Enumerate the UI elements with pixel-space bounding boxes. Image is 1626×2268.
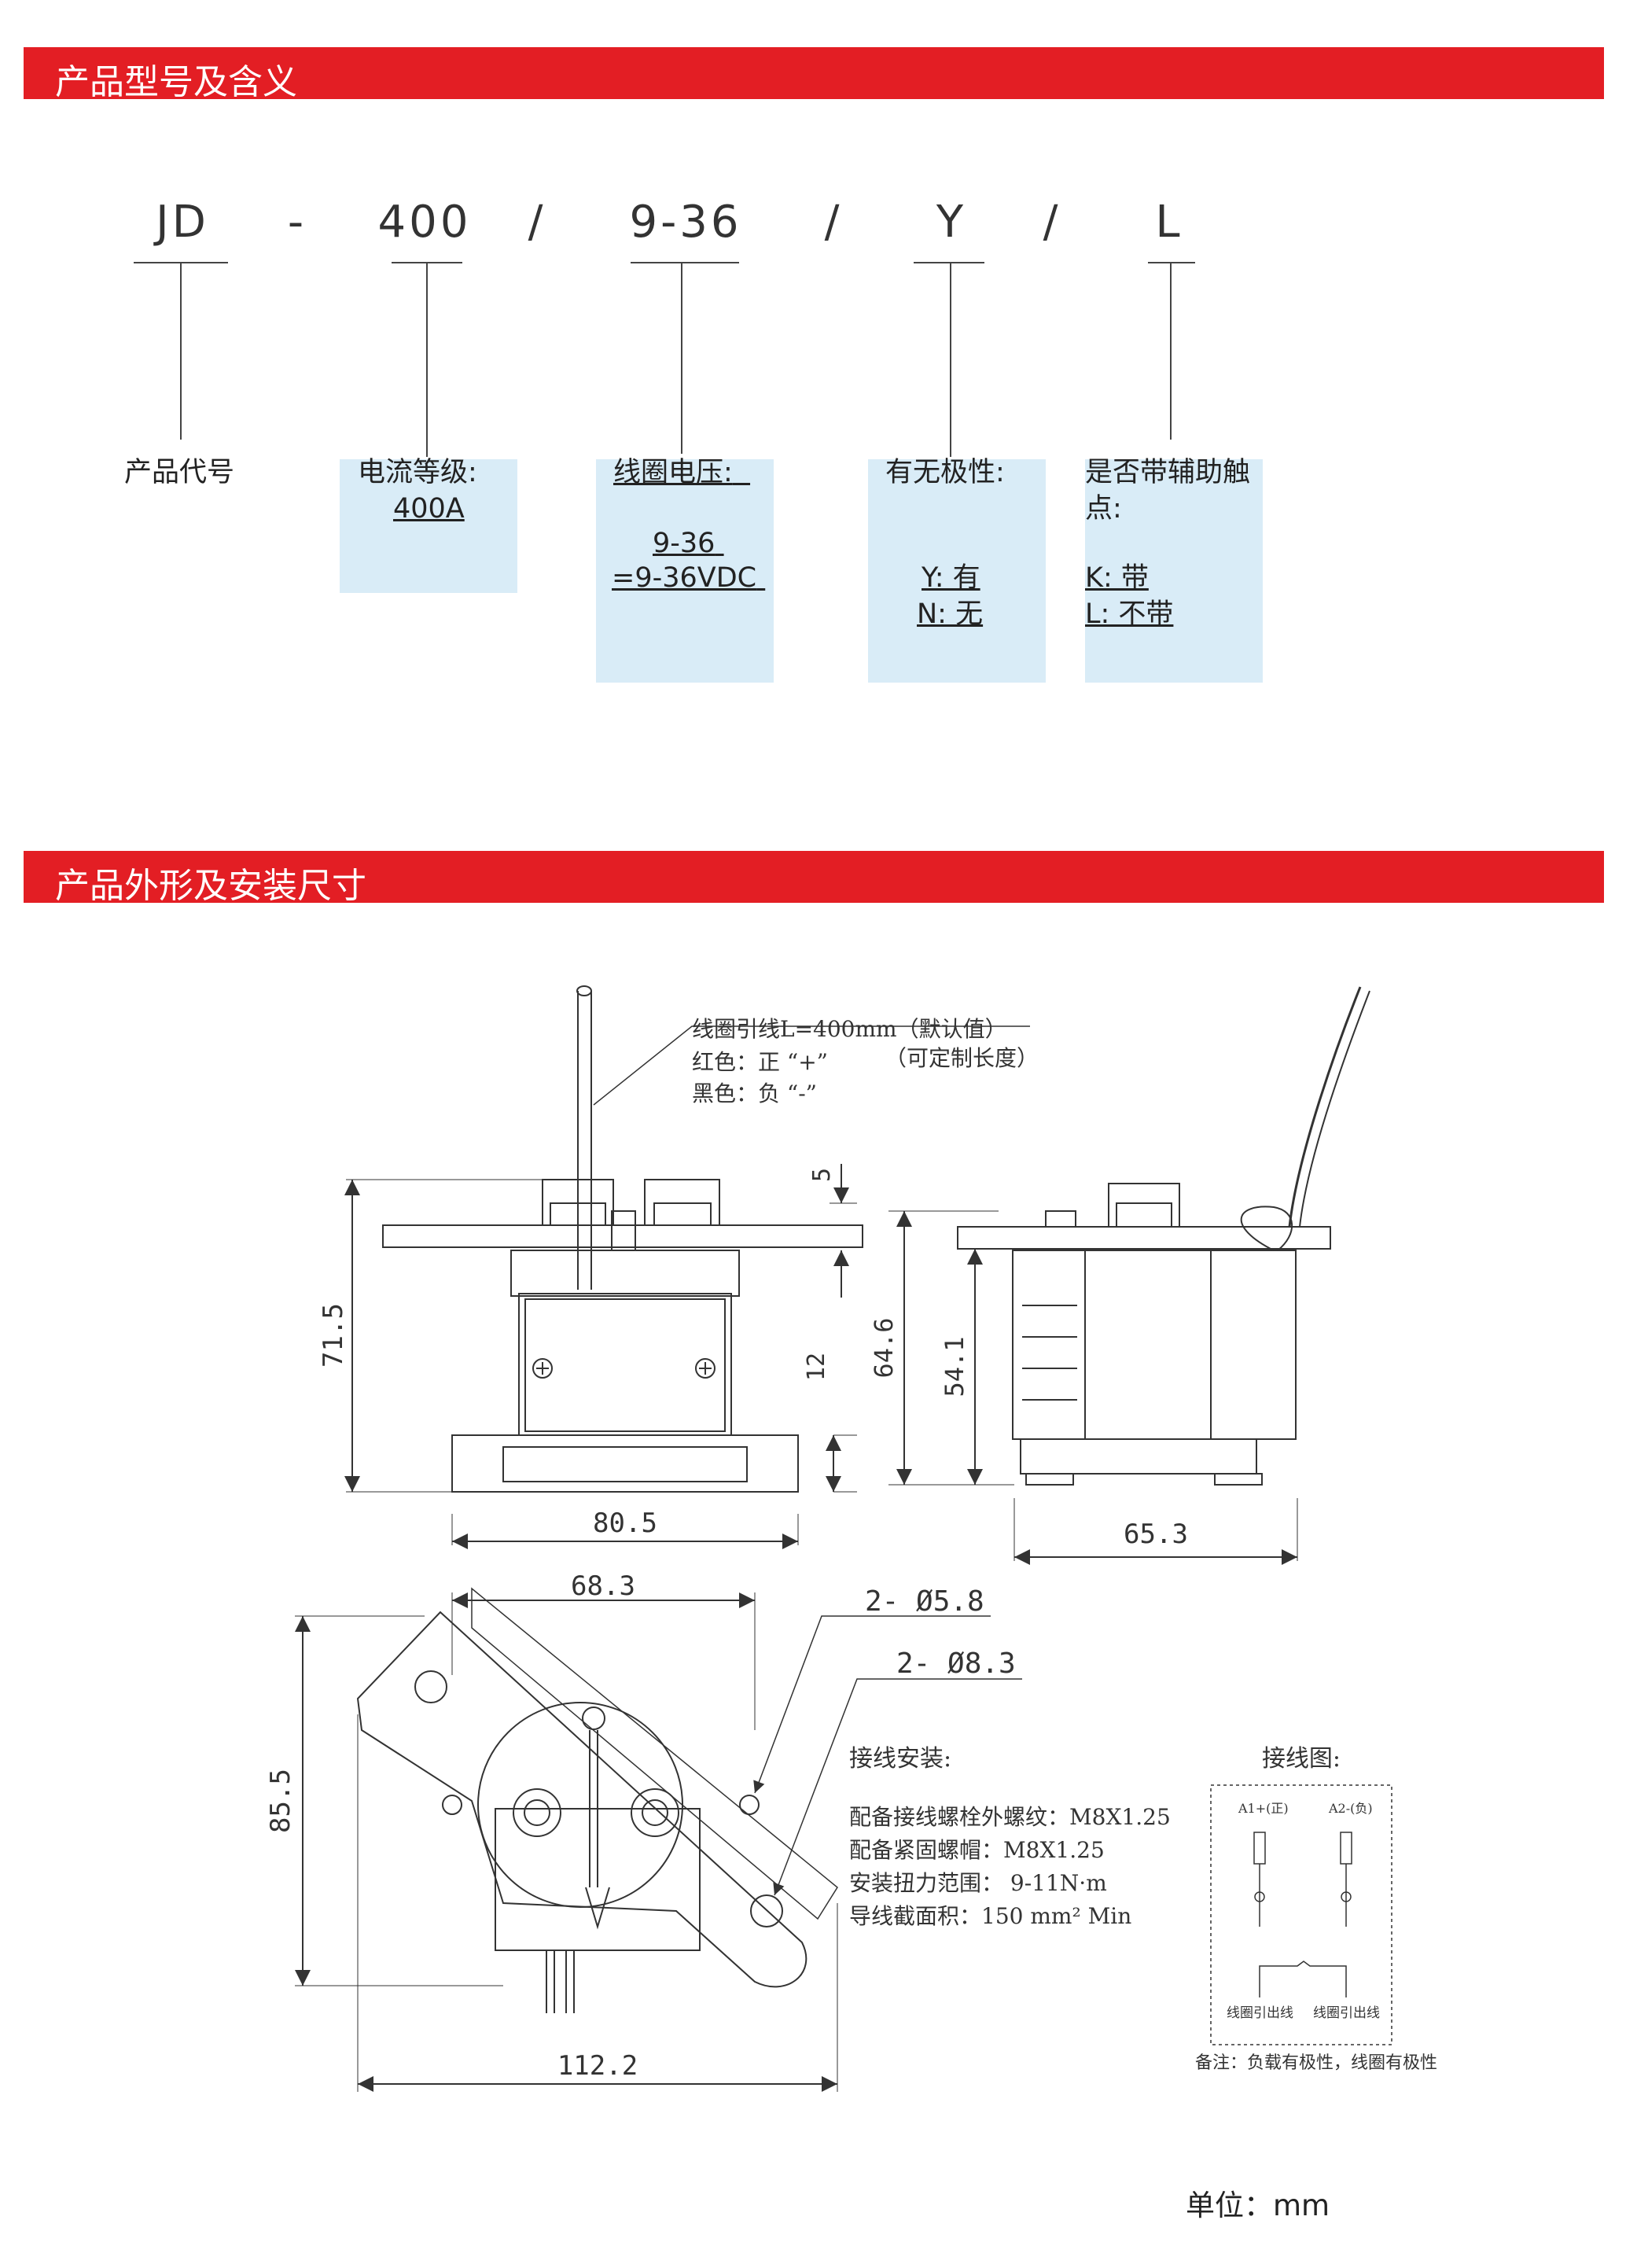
lead-note-red: 红色：正 “+” (692, 1049, 828, 1075)
meaning-aux-l: L: 不带 (1085, 598, 1174, 630)
code-part-jd: JD (156, 197, 209, 248)
wiring-diagram (1210, 1784, 1392, 2045)
code-part-slash: / (824, 197, 843, 248)
lead-note-custom: （可定制长度） (885, 1045, 1039, 1071)
code-leader (950, 262, 951, 457)
meaning-box-polarity (868, 459, 1046, 683)
install-line: 配备接线螺栓外螺纹：M8X1.25 (849, 1804, 1171, 1830)
dim-hole-large: 2- Ø8.3 (896, 1648, 1016, 1680)
code-part-slash: / (528, 197, 546, 248)
dim-width-top: 68.3 (571, 1570, 635, 1602)
meaning-box-current (340, 459, 517, 593)
code-part-dash: - (287, 197, 307, 248)
meaning-aux-k: K: 带 (1085, 562, 1149, 594)
wiring-lead-label: 线圈引出线 (1227, 2005, 1293, 2021)
dim-12: 12 (803, 1353, 830, 1381)
lead-note: 线圈引线L=400mm（默认值） (692, 1016, 1007, 1042)
dim-hole-small: 2- Ø5.8 (865, 1585, 984, 1618)
section-title: 产品外形及安装尺寸 (55, 866, 366, 906)
install-line: 配备紧固螺帽：M8X1.25 (849, 1837, 1105, 1863)
code-underline (1148, 262, 1195, 263)
code-underline (631, 262, 739, 263)
dim-width-side: 65.3 (1124, 1519, 1188, 1550)
unit-label: 单位：mm (1186, 2189, 1330, 2222)
meaning-coil-value2: =9-36VDC (612, 562, 757, 594)
dim-width-plan: 112.2 (557, 2050, 638, 2082)
side-view (888, 986, 1370, 1565)
wiring-a2-label: A2-(负) (1328, 1801, 1373, 1816)
code-part-y: Y (936, 197, 967, 248)
wiring-lead-label: 线圈引出线 (1313, 2005, 1380, 2021)
code-part-400: 400 (377, 197, 472, 248)
meaning-polarity-n: N: 无 (917, 598, 984, 630)
dim-height-side: 64.6 (869, 1317, 899, 1378)
code-leader (681, 262, 682, 454)
front-view (344, 985, 1030, 1549)
wiring-a1-label: A1+(正) (1238, 1801, 1289, 1816)
section-header-dimensions: 产品外形及安装尺寸 (24, 851, 1604, 906)
meaning-box-coil (596, 459, 774, 683)
code-part-slash: / (1043, 197, 1061, 248)
plan-view (295, 1587, 1022, 2092)
install-line: 安装扭力范围： 9-11N·m (849, 1870, 1107, 1896)
meaning-coil-value1: 9-36 (653, 528, 716, 559)
code-leader (426, 262, 428, 457)
lead-note-black: 黑色：负 “-” (692, 1081, 817, 1106)
meaning-polarity-title: 有无极性: (885, 457, 1005, 488)
wiring-note: 备注：负载有极性，线圈有极性 (1195, 2053, 1437, 2073)
meaning-aux-title: 是否带辅助触 (1085, 457, 1251, 488)
code-underline (914, 262, 984, 263)
meaning-current-value: 400A (393, 493, 465, 525)
dim-height-total: 71.5 (318, 1303, 349, 1368)
section-title: 产品型号及含义 (55, 62, 297, 102)
dim-height-side-inner: 54.1 (940, 1336, 969, 1397)
meaning-box-aux (1085, 459, 1263, 683)
code-part-9-36: 9-36 (629, 197, 742, 248)
dim-width-front: 80.5 (593, 1508, 657, 1539)
dim-5: 5 (808, 1168, 836, 1182)
meaning-coil-title: 线圈电压: (613, 457, 733, 488)
dim-height-plan: 85.5 (265, 1769, 296, 1833)
meaning-current-title: 电流等级: (358, 457, 477, 488)
code-leader (180, 262, 182, 440)
meaning-code-name: 产品代号 (124, 457, 235, 488)
code-part-l: L (1155, 197, 1183, 248)
code-leader (1170, 262, 1172, 440)
meaning-polarity-y: Y: 有 (922, 562, 980, 594)
install-title: 接线安装: (849, 1745, 951, 1773)
wiring-title: 接线图: (1262, 1745, 1341, 1773)
meaning-aux-title-cont: 点: (1085, 493, 1122, 525)
install-line: 导线截面积：150 mm² Min (849, 1903, 1131, 1929)
section-header-model: 产品型号及含义 (24, 47, 1604, 102)
